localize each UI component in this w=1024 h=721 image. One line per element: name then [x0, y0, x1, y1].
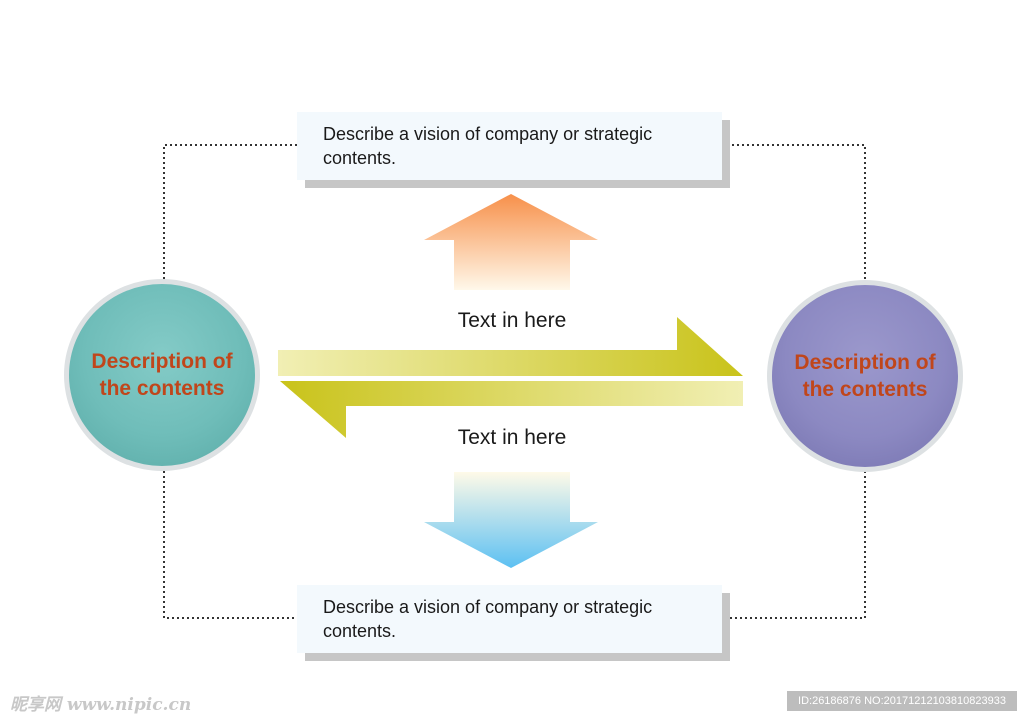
bottom-box-text: Describe a vision of company or strategi…	[323, 597, 653, 641]
left-arrow	[280, 381, 743, 438]
watermark-id: ID:26186876 NO:20171212103810823933	[787, 691, 1017, 711]
up-arrow	[424, 194, 598, 290]
left-circle: Description of the contents	[64, 279, 260, 471]
connector-top-left	[163, 144, 297, 279]
connector-bottom-right	[722, 471, 866, 619]
connector-top-right	[722, 144, 866, 279]
bottom-text-box: Describe a vision of company or strategi…	[297, 585, 722, 653]
connector-bottom-left	[163, 471, 297, 619]
top-text-box: Describe a vision of company or strategi…	[297, 112, 722, 180]
upper-flow-label: Text in here	[457, 309, 567, 332]
down-arrow	[424, 472, 598, 568]
right-circle-label: Description of the contents	[794, 351, 936, 401]
lower-flow-label: Text in here	[457, 426, 567, 449]
left-circle-label: Description of the contents	[91, 350, 233, 400]
watermark-logo: 昵享网 www.nipic.cn	[10, 695, 192, 715]
right-circle: Description of the contents	[767, 280, 963, 472]
right-arrow	[278, 317, 743, 376]
top-box-text: Describe a vision of company or strategi…	[323, 124, 653, 168]
